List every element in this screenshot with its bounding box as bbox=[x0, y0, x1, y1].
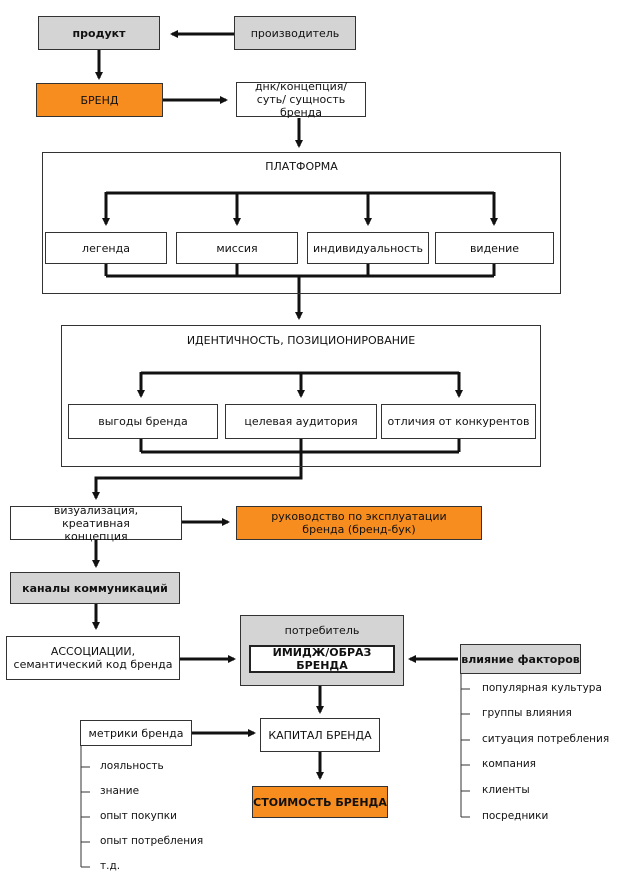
factor-item-4: компания bbox=[482, 758, 536, 770]
image-node: ИМИДЖ/ОБРАЗ БРЕНДА bbox=[249, 645, 395, 673]
individuality-node: индивидуальность bbox=[307, 232, 429, 264]
capital-node: КАПИТАЛ БРЕНДА bbox=[260, 718, 380, 752]
platform-frame bbox=[42, 152, 561, 294]
metric-item-4: опыт потребления bbox=[100, 835, 204, 847]
associations-node: АССОЦИАЦИИ, семантический код бренда bbox=[6, 636, 180, 680]
brand-node: БРЕНД bbox=[36, 83, 163, 117]
value-node: СТОИМОСТЬ БРЕНДА bbox=[252, 786, 388, 818]
platform-title: ПЛАТФОРМА bbox=[265, 160, 338, 173]
benefits-node: выгоды бренда bbox=[68, 404, 218, 439]
metric-item-5: т.д. bbox=[100, 860, 121, 872]
identity-title: ИДЕНТИЧНОСТЬ, ПОЗИЦИОНИРОВАНИЕ bbox=[186, 334, 416, 347]
producer-node: производитель bbox=[234, 16, 356, 50]
metric-item-2: знание bbox=[100, 785, 140, 797]
audience-node: целевая аудитория bbox=[225, 404, 377, 439]
factor-item-3: ситуация потребления bbox=[482, 733, 610, 745]
identity-frame bbox=[61, 325, 541, 467]
differences-node: отличия от конкурентов bbox=[381, 404, 536, 439]
metric-item-3: опыт покупки bbox=[100, 810, 177, 822]
metrics-node: метрики бренда bbox=[80, 720, 192, 746]
factors-node: влияние факторов bbox=[460, 644, 581, 674]
legend-node: легенда bbox=[45, 232, 167, 264]
factor-item-5: клиенты bbox=[482, 784, 530, 796]
visualization-node: визуализация, креативная концепция bbox=[10, 504, 182, 543]
dna-node: днк/концепция/суть/ сущность бренда bbox=[236, 80, 366, 119]
product-node: продукт bbox=[38, 16, 160, 50]
factor-item-6: посредники bbox=[482, 810, 549, 822]
channels-node: каналы коммуникаций bbox=[10, 572, 180, 604]
brandbook-node: руководство по эксплуатации бренда (брен… bbox=[236, 506, 482, 540]
vision-node: видение bbox=[435, 232, 554, 264]
mission-node: миссия bbox=[176, 232, 298, 264]
factor-item-2: группы влияния bbox=[482, 707, 572, 719]
factor-item-1: популярная культура bbox=[482, 682, 602, 694]
consumer-label: потребитель bbox=[284, 624, 360, 637]
metric-item-1: лояльность bbox=[100, 760, 164, 772]
